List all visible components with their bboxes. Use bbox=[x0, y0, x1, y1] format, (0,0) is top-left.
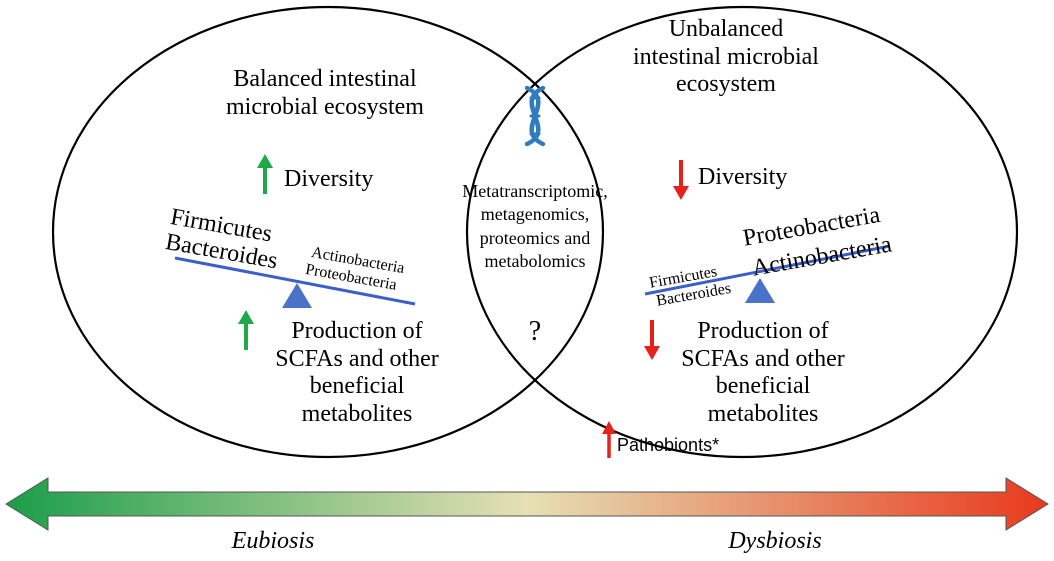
question-mark: ? bbox=[528, 316, 542, 347]
diversity-up-arrow-icon bbox=[257, 154, 273, 194]
right-circle bbox=[465, 5, 1019, 459]
eubiosis-dysbiosis-spectrum-arrow bbox=[5, 477, 1049, 531]
right-production-label: Production of SCFAs and other beneficial… bbox=[681, 318, 845, 427]
left-circle bbox=[51, 5, 605, 459]
eubiosis-label: Eubiosis bbox=[231, 528, 315, 554]
pathobionts-up-arrow-icon bbox=[602, 421, 616, 458]
dna-icon bbox=[524, 85, 546, 147]
diversity-down-arrow-icon bbox=[673, 160, 689, 200]
left-circle-title: Balanced intestinal microbial ecosystem bbox=[226, 66, 424, 120]
production-down-arrow-icon bbox=[644, 320, 660, 360]
right-fulcrum-icon bbox=[745, 278, 775, 303]
right-circle-title: Unbalanced intestinal microbial ecosyste… bbox=[633, 16, 819, 98]
right-diversity-label: Diversity bbox=[698, 164, 788, 190]
dysbiosis-label: Dysbiosis bbox=[728, 528, 822, 554]
left-balance-beam bbox=[174, 256, 416, 306]
left-production-label: Production of SCFAs and other beneficial… bbox=[275, 318, 439, 427]
left-fulcrum-icon bbox=[282, 283, 312, 308]
left-diversity-label: Diversity bbox=[284, 166, 374, 192]
omics-methods-label: Metatranscriptomic, metagenomics, proteo… bbox=[462, 181, 608, 272]
production-up-arrow-icon bbox=[238, 310, 254, 350]
right-balance-beam bbox=[644, 244, 891, 296]
pathobionts-label: Pathobionts* bbox=[617, 435, 720, 455]
